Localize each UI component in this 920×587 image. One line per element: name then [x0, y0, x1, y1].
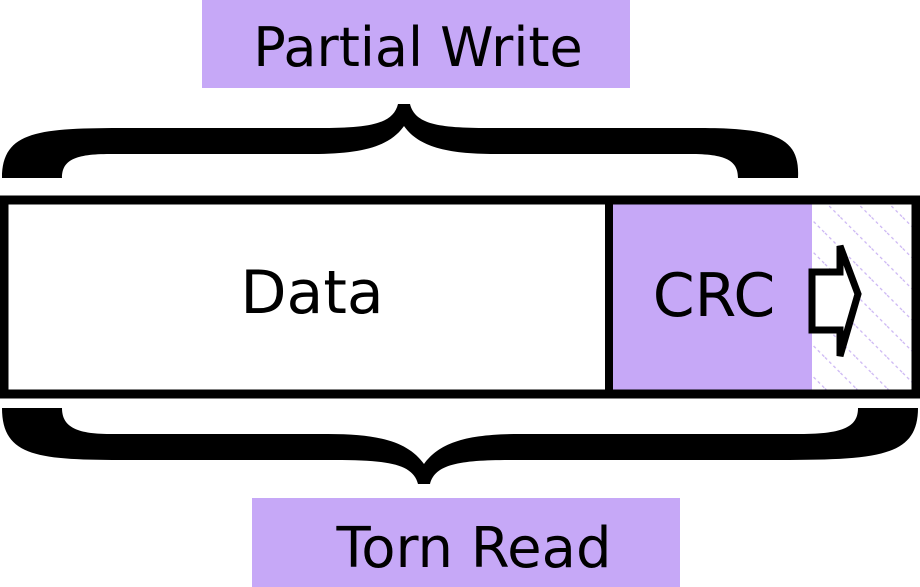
- top-brace-icon: [2, 104, 799, 178]
- crc-block-label: CRC: [653, 261, 776, 331]
- torn-read-label-box: [252, 498, 680, 587]
- partial-write-label: Partial Write: [253, 16, 582, 79]
- arrow-right-icon: [808, 244, 862, 357]
- record-frame: [0, 195, 920, 399]
- data-block-label: Data: [240, 258, 383, 328]
- torn-read-label: Torn Read: [336, 516, 612, 581]
- crc-block: [610, 204, 812, 390]
- bottom-brace-icon: [2, 408, 918, 484]
- partial-write-label-box: [202, 0, 630, 88]
